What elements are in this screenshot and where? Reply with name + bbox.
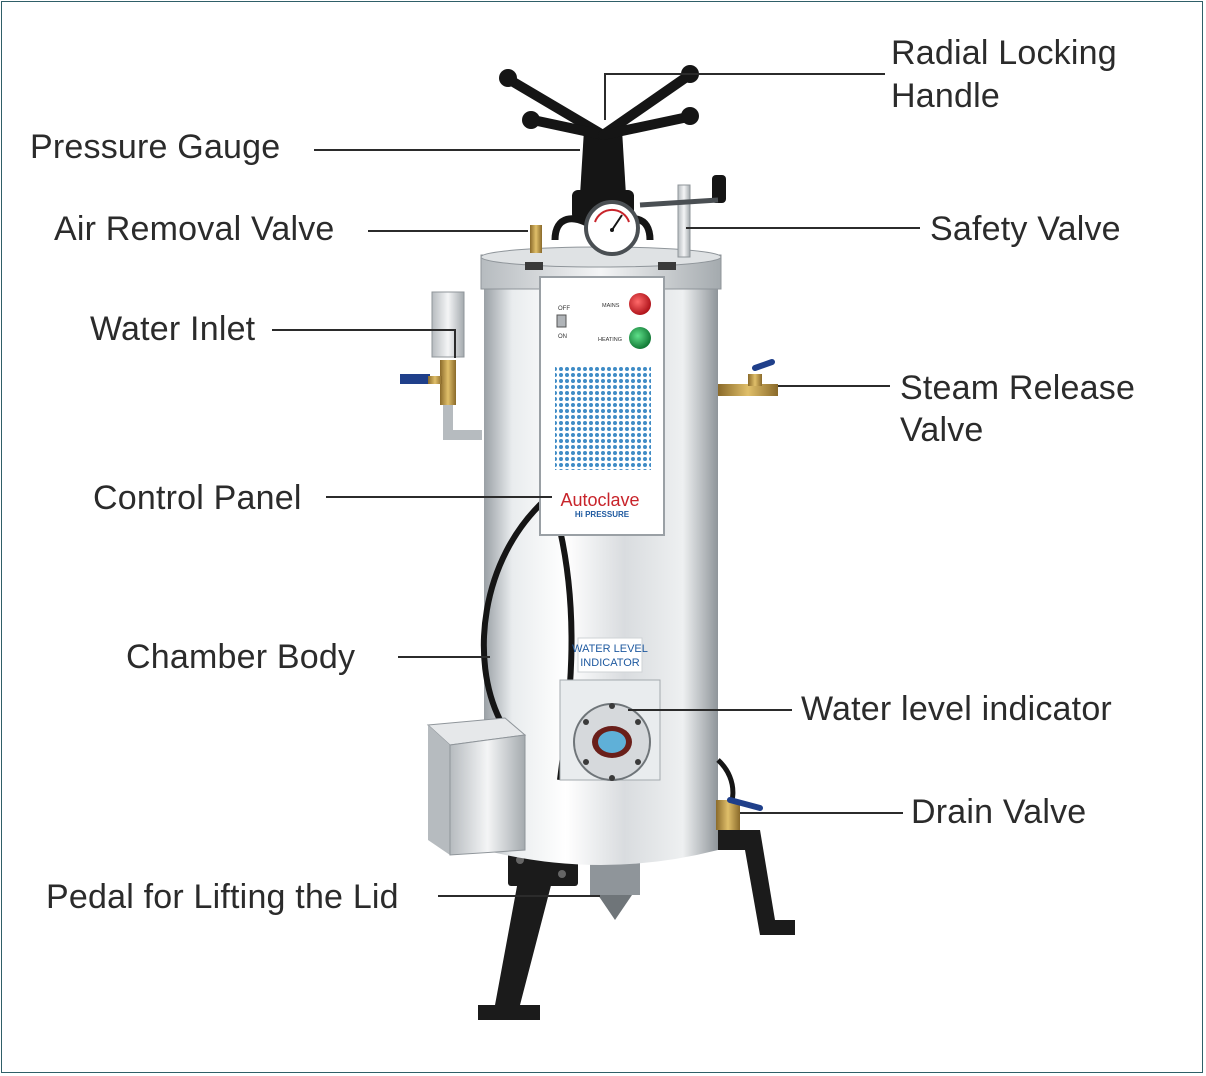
panel-mains-text: MAINS [602, 303, 620, 309]
water-inlet-illustration [400, 291, 482, 440]
panel-model-text: Hi PRESSURE [575, 510, 630, 519]
drain-valve-illustration [716, 797, 763, 830]
leader-water-inlet [272, 329, 456, 358]
leader-radial-handle [604, 73, 885, 120]
label-air-removal-valve: Air Removal Valve [54, 210, 335, 248]
label-steam-release-valve-2: Valve [900, 411, 984, 449]
radial-handle-illustration [499, 65, 699, 241]
side-box-illustration [426, 717, 527, 856]
control-panel-illustration [539, 276, 665, 536]
safety-valve-illustration [639, 175, 726, 258]
water-level-window [559, 637, 661, 781]
label-steam-release-valve-1: Steam Release [900, 369, 1136, 407]
wli-sticker-line2: INDICATOR [580, 657, 640, 669]
panel-on-text: ON [558, 334, 567, 340]
panel-off-text: OFF [558, 306, 570, 312]
panel-heating-text: HEATING [598, 337, 622, 343]
stand-legs [478, 830, 795, 1020]
label-water-level-indicator: Water level indicator [801, 690, 1112, 728]
label-drain-valve: Drain Valve [911, 793, 1087, 831]
label-pressure-gauge: Pressure Gauge [30, 128, 281, 166]
panel-brand-text: Autoclave [560, 490, 639, 510]
label-safety-valve: Safety Valve [930, 210, 1121, 248]
label-chamber-body: Chamber Body [126, 638, 356, 676]
label-control-panel: Control Panel [93, 479, 302, 517]
mains-lamp-icon [629, 293, 651, 315]
label-radial-locking-handle-1: Radial Locking [891, 34, 1117, 72]
wli-sticker-line1: WATER LEVEL [572, 643, 648, 655]
label-water-inlet: Water Inlet [90, 310, 256, 348]
label-radial-locking-handle-2: Handle [891, 77, 1000, 115]
pressure-gauge-illustration [584, 200, 640, 256]
heating-lamp-icon [629, 327, 651, 349]
air-removal-valve-illustration [530, 225, 542, 253]
leader-lines [272, 73, 920, 897]
steam-release-valve-illustration [718, 359, 778, 396]
label-pedal: Pedal for Lifting the Lid [46, 878, 399, 916]
